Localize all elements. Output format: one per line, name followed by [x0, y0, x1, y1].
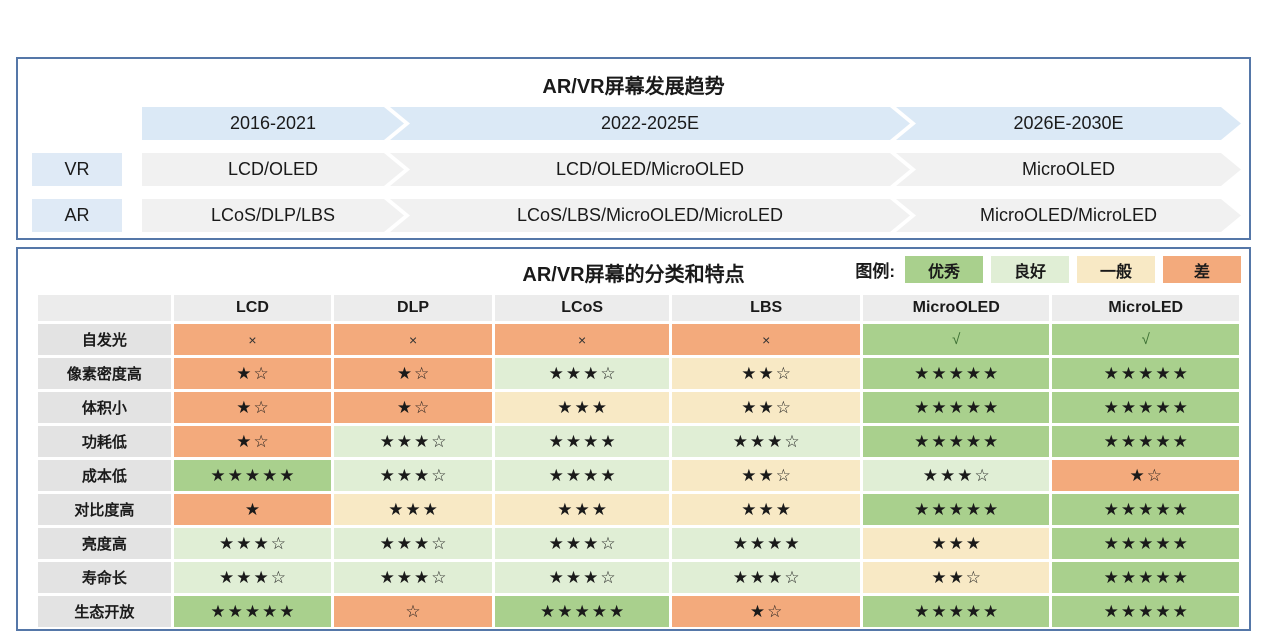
- matrix-header-corner: [38, 295, 171, 321]
- matrix-cell-dlp: ★★★☆: [334, 460, 492, 491]
- matrix-row-label: 体积小: [38, 392, 171, 423]
- matrix-row-label: 像素密度高: [38, 358, 171, 389]
- matrix-cell-lbs: ×: [672, 324, 860, 355]
- matrix-cell-microoled: ★★★★★: [862, 494, 1050, 525]
- matrix-cell-lbs: ★★☆: [672, 460, 860, 491]
- matrix-cell-lcd: ★★★★★: [173, 596, 332, 627]
- matrix-cell-microled: ★★★★★: [1052, 392, 1239, 423]
- matrix-cell-lbs: ★★☆: [672, 358, 860, 389]
- ar-cell-2: LCoS/LBS/MicroOLED/MicroLED: [390, 199, 910, 232]
- matrix-cell-lcos: ★★★: [494, 494, 670, 525]
- trend-title: AR/VR屏幕发展趋势: [542, 76, 725, 98]
- matrix-cell-dlp: ×: [334, 324, 492, 355]
- matrix-row-label: 对比度高: [38, 494, 171, 525]
- matrix-cell-lbs: ★★★★: [672, 528, 860, 559]
- matrix-cell-microled: √: [1052, 324, 1239, 355]
- matrix-cell-lcd: ★★★★★: [173, 460, 332, 491]
- matrix-column-header-dlp: DLP: [334, 295, 492, 321]
- matrix-cell-dlp: ★★★☆: [334, 562, 492, 593]
- matrix-cell-microoled: ★★★★★: [862, 392, 1050, 423]
- matrix-row-label: 亮度高: [38, 528, 171, 559]
- matrix-cell-microoled: ★★★★★: [862, 358, 1050, 389]
- legend-item-good: 良好: [991, 256, 1069, 283]
- matrix-cell-lbs: ★★☆: [672, 392, 860, 423]
- matrix-title: AR/VR屏幕的分类和特点: [522, 264, 745, 286]
- matrix-cell-dlp: ★☆: [334, 392, 492, 423]
- timeline-period-1: 2016-2021: [142, 107, 404, 140]
- vr-row-label: VR: [32, 153, 122, 186]
- timeline-period-2: 2022-2025E: [390, 107, 910, 140]
- matrix-column-header-microled: MicroLED: [1052, 295, 1239, 321]
- matrix-cell-microled: ★★★★★: [1052, 528, 1239, 559]
- matrix-cell-microled: ★★★★★: [1052, 494, 1239, 525]
- timeline-row: 2016-2021 2022-2025E 2026E-2030E: [18, 107, 1249, 140]
- matrix-cell-lcos: ★★★☆: [494, 562, 670, 593]
- matrix-cell-lcd: ★★★☆: [173, 528, 332, 559]
- matrix-cell-lbs: ★★★: [672, 494, 860, 525]
- matrix-cell-microled: ★★★★★: [1052, 358, 1239, 389]
- ar-cell-1: LCoS/DLP/LBS: [142, 199, 404, 232]
- matrix-cell-lcd: ★★★☆: [173, 562, 332, 593]
- matrix-cell-lcos: ★★★★★: [494, 596, 670, 627]
- matrix-cell-lcd: ★: [173, 494, 332, 525]
- vr-cell-1: LCD/OLED: [142, 153, 404, 186]
- matrix-column-header-lcos: LCoS: [494, 295, 670, 321]
- matrix-cell-lcd: ★☆: [173, 358, 332, 389]
- matrix-cell-microled: ★☆: [1052, 460, 1239, 491]
- legend-item-poor: 差: [1163, 256, 1241, 283]
- matrix-row-label: 成本低: [38, 460, 171, 491]
- matrix-cell-lcos: ★★★☆: [494, 358, 670, 389]
- trend-panel: AR/VR屏幕发展趋势 2016-2021 2022-2025E 2026E-2…: [16, 57, 1251, 240]
- matrix-cell-dlp: ★★★☆: [334, 426, 492, 457]
- matrix-cell-microled: ★★★★★: [1052, 596, 1239, 627]
- ar-row-label: AR: [32, 199, 122, 232]
- matrix-cell-lbs: ★★★☆: [672, 562, 860, 593]
- matrix-row-label: 功耗低: [38, 426, 171, 457]
- legend: 图例: 优秀良好一般差: [855, 256, 1241, 283]
- vr-cell-3: MicroOLED: [896, 153, 1241, 186]
- matrix-cell-lbs: ★☆: [672, 596, 860, 627]
- matrix-cell-lcd: ★☆: [173, 392, 332, 423]
- timeline-period-3: 2026E-2030E: [896, 107, 1241, 140]
- matrix-column-header-microoled: MicroOLED: [862, 295, 1050, 321]
- matrix-cell-microoled: ★★☆: [862, 562, 1050, 593]
- matrix-cell-microoled: ★★★★★: [862, 426, 1050, 457]
- legend-item-excellent: 优秀: [905, 256, 983, 283]
- ar-row: AR LCoS/DLP/LBS LCoS/LBS/MicroOLED/Micro…: [18, 199, 1249, 232]
- matrix-cell-lcos: ★★★: [494, 392, 670, 423]
- matrix-cell-microoled: ★★★★★: [862, 596, 1050, 627]
- matrix-cell-lcos: ×: [494, 324, 670, 355]
- vr-cell-2: LCD/OLED/MicroOLED: [390, 153, 910, 186]
- matrix-cell-lcos: ★★★☆: [494, 528, 670, 559]
- matrix-head: AR/VR屏幕的分类和特点 图例: 优秀良好一般差: [18, 255, 1249, 289]
- matrix-cell-dlp: ★★★: [334, 494, 492, 525]
- matrix-cell-dlp: ★☆: [334, 358, 492, 389]
- matrix-cell-lbs: ★★★☆: [672, 426, 860, 457]
- matrix-cell-lcos: ★★★★: [494, 460, 670, 491]
- legend-item-average: 一般: [1077, 256, 1155, 283]
- matrix-row-label: 寿命长: [38, 562, 171, 593]
- vr-row: VR LCD/OLED LCD/OLED/MicroOLED MicroOLED: [18, 153, 1249, 186]
- ar-cell-3: MicroOLED/MicroLED: [896, 199, 1241, 232]
- matrix-cell-microoled: ★★★☆: [862, 460, 1050, 491]
- matrix-cell-dlp: ★★★☆: [334, 528, 492, 559]
- matrix-cell-microoled: √: [862, 324, 1050, 355]
- matrix-row-label: 自发光: [38, 324, 171, 355]
- matrix-row-label: 生态开放: [38, 596, 171, 627]
- matrix-cell-lcd: ★☆: [173, 426, 332, 457]
- matrix-cell-lcd: ×: [173, 324, 332, 355]
- matrix-cell-dlp: ☆: [334, 596, 492, 627]
- legend-label: 图例:: [855, 262, 895, 281]
- matrix-cell-lcos: ★★★★: [494, 426, 670, 457]
- timeline-row-spacer: [32, 107, 142, 140]
- matrix-cell-microoled: ★★★: [862, 528, 1050, 559]
- matrix-cell-microled: ★★★★★: [1052, 562, 1239, 593]
- matrix-column-header-lcd: LCD: [173, 295, 332, 321]
- matrix-cell-microled: ★★★★★: [1052, 426, 1239, 457]
- matrix-column-header-lbs: LBS: [672, 295, 860, 321]
